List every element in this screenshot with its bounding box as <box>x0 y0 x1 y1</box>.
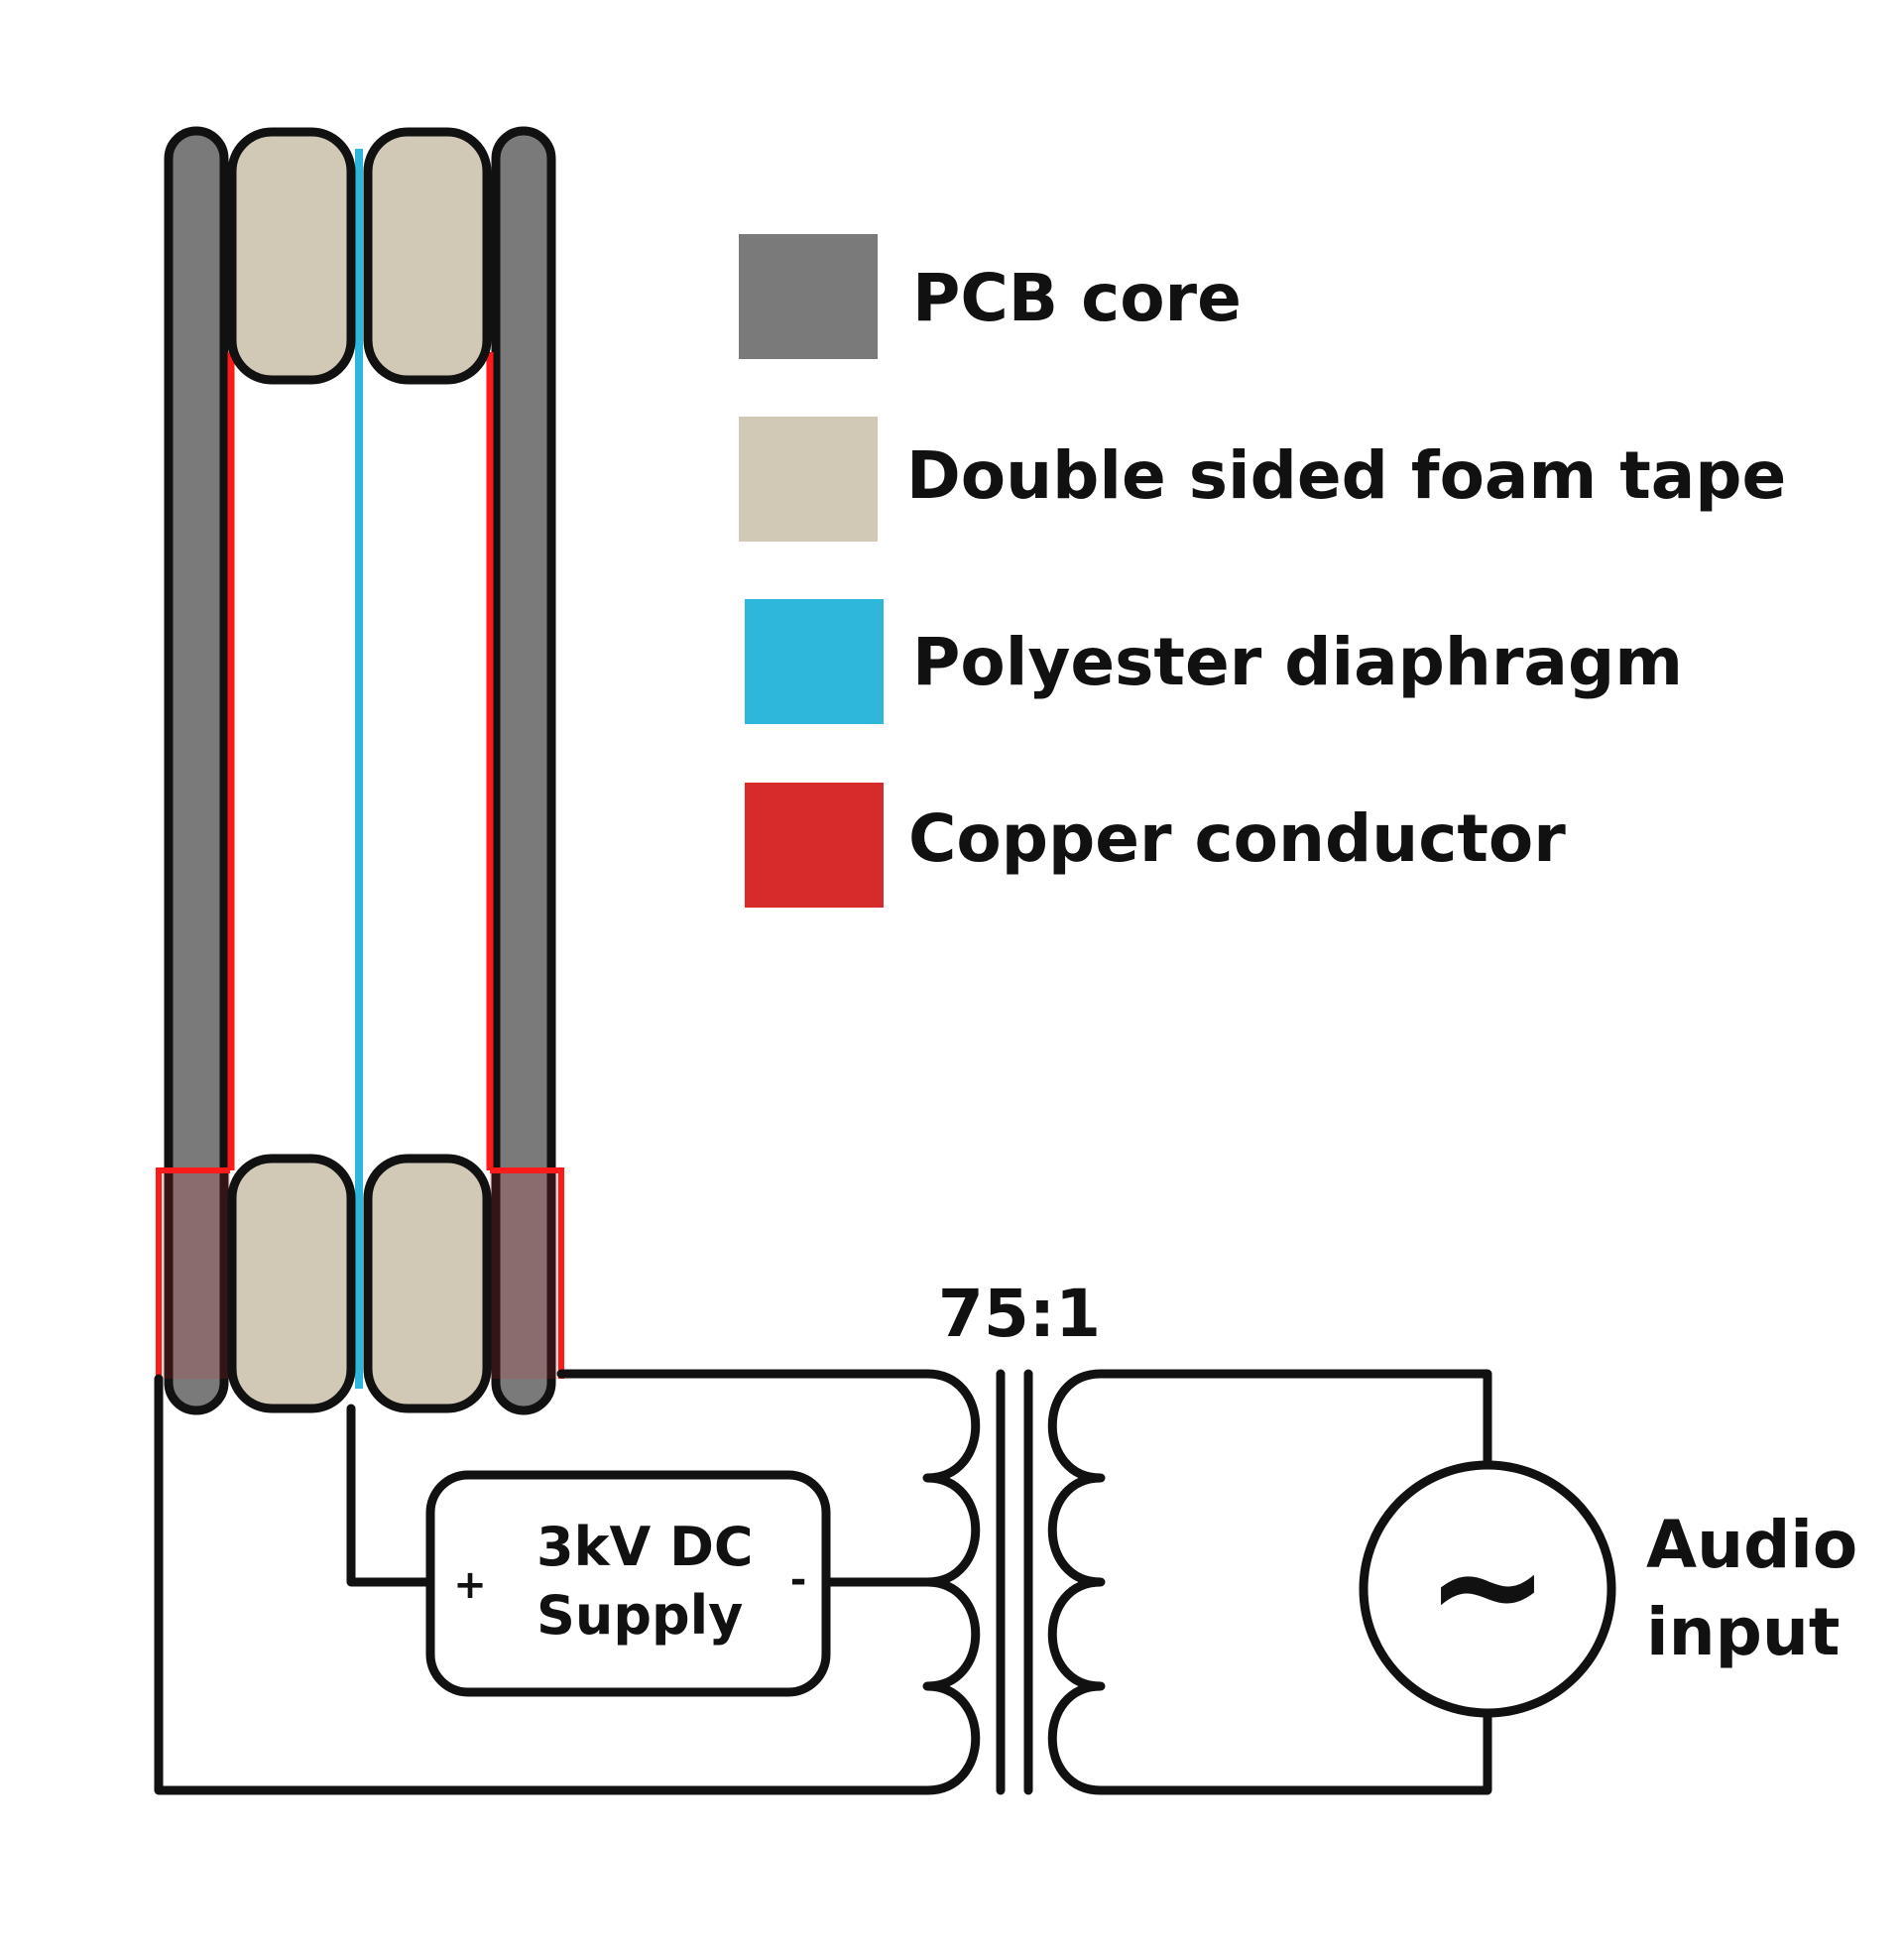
secondary-wiring <box>1096 1369 1492 1795</box>
legend-swatch-foam-tape <box>739 417 878 542</box>
foam-tape-top-left <box>227 127 356 385</box>
wire-diaphragm-to-supply-plus <box>346 1404 435 1587</box>
copper-contact-right <box>490 1167 564 1379</box>
wire-left-pcb-to-primary-bottom <box>154 1374 932 1795</box>
dc-supply: 3kV DC Supply + - <box>425 1470 831 1697</box>
audio-input-label-line1: Audio <box>1646 1507 1857 1583</box>
dc-supply-label-line2: Supply <box>536 1584 743 1647</box>
dc-supply-minus-terminal: - <box>790 1557 807 1603</box>
wire-secondary-bottom-to-source <box>1096 1708 1492 1795</box>
pcb-core-right <box>491 126 556 1415</box>
circuit-wiring <box>154 1369 932 1795</box>
legend-label-copper: Copper conductor <box>908 800 1566 877</box>
legend-swatch-copper <box>745 783 884 908</box>
wire-secondary-top-to-source <box>1096 1369 1492 1470</box>
audio-source: ~ Audio input <box>1359 1460 1857 1718</box>
pcb-core-left <box>164 126 229 1415</box>
legend-label-foam-tape: Double sided foam tape <box>906 437 1786 514</box>
foam-tape-bottom-right <box>363 1154 492 1413</box>
legend-label-pcb-core: PCB core <box>912 260 1242 336</box>
foam-tape-bottom-left <box>227 1154 356 1413</box>
dc-supply-box <box>425 1470 831 1697</box>
ac-symbol-icon: ~ <box>1425 1500 1550 1672</box>
copper-contact-left <box>156 1167 230 1379</box>
legend-swatch-polyester <box>745 599 884 724</box>
speaker-stack <box>156 126 564 1415</box>
transformer-primary-coil <box>922 1369 981 1795</box>
transformer-secondary-coil <box>1047 1369 1106 1795</box>
transformer-ratio-label: 75:1 <box>938 1276 1101 1352</box>
legend-swatch-pcb-core <box>739 234 878 359</box>
copper-contact-shade-right <box>490 1170 561 1379</box>
dc-supply-label-line1: 3kV DC <box>536 1516 754 1578</box>
audio-source-circle <box>1359 1460 1616 1718</box>
legend-label-polyester: Polyester diaphragm <box>912 624 1683 700</box>
audio-input-label-line2: input <box>1646 1594 1840 1670</box>
copper-contact-shade-left <box>159 1170 230 1379</box>
dc-supply-plus-terminal: + <box>453 1562 487 1608</box>
foam-tape-top-right <box>363 127 492 385</box>
transformer: 75:1 <box>922 1276 1106 1795</box>
legend: PCB core Double sided foam tape Polyeste… <box>739 234 1786 908</box>
